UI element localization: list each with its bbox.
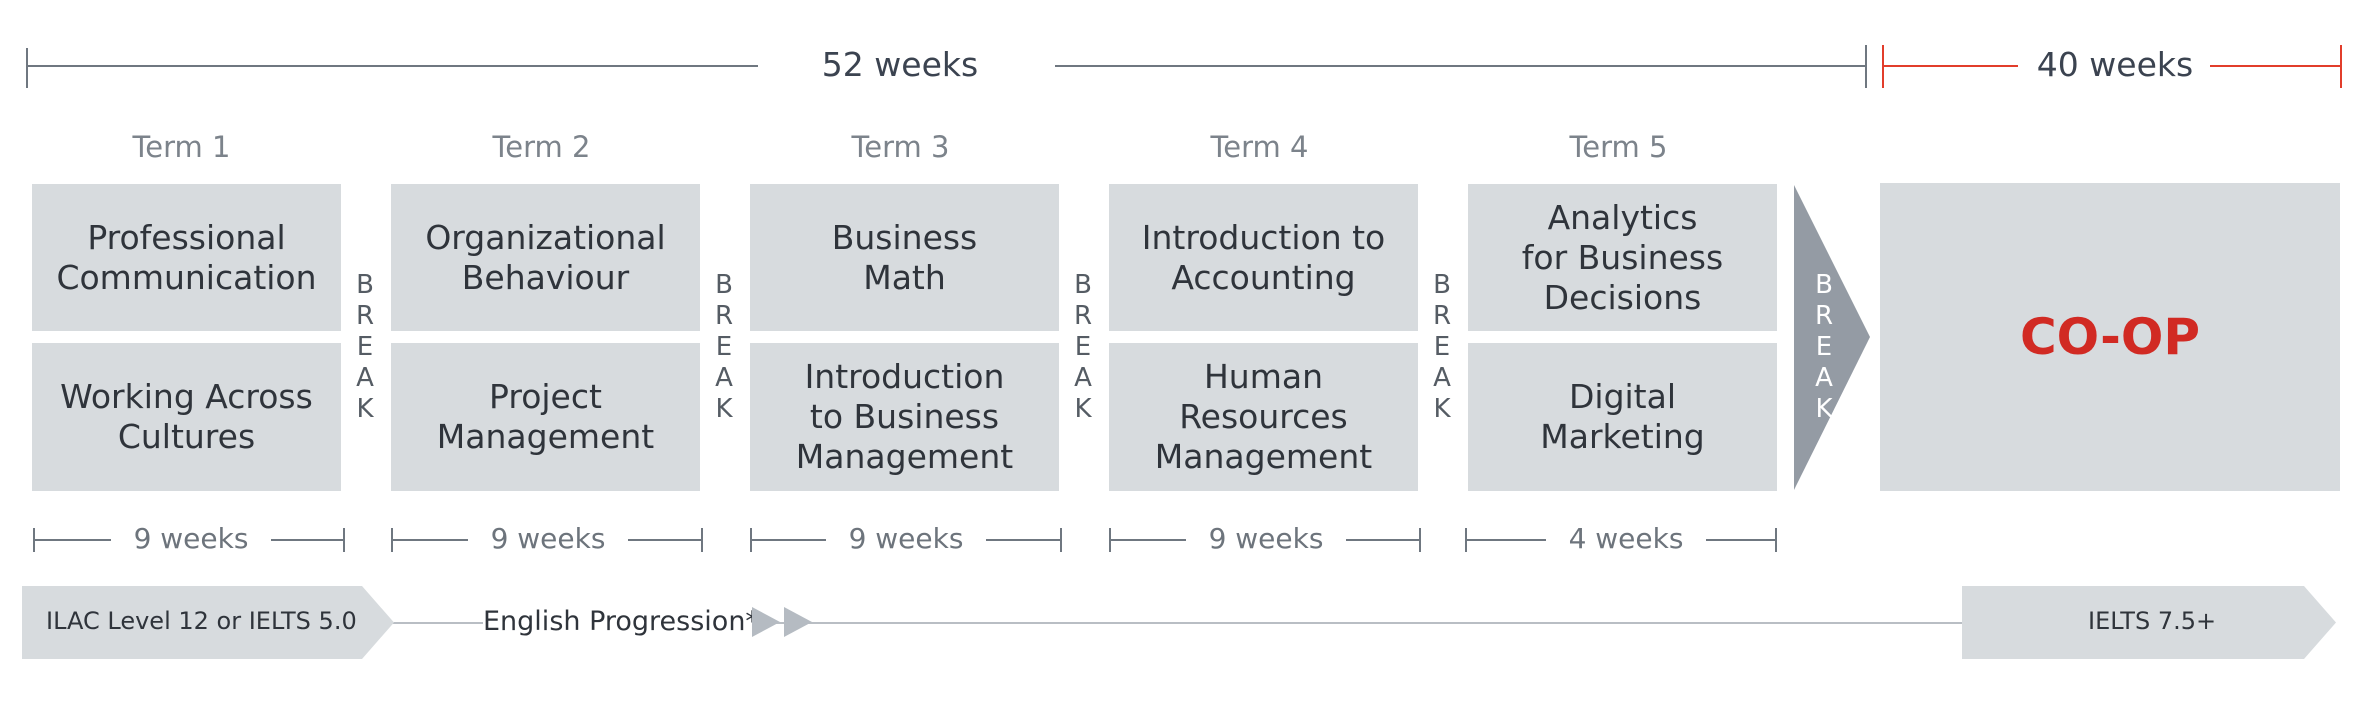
- progression-start-pill: [22, 586, 394, 659]
- span-40-label: 40 weeks: [2036, 45, 2194, 84]
- break-1-label: BREAK: [355, 270, 375, 424]
- span-40-right-tick: [2340, 45, 2342, 88]
- span-40-line-left: [1882, 65, 2018, 67]
- term-3-duration: 9 weeks: [826, 522, 986, 555]
- break-5-label: BREAK: [1814, 270, 1834, 424]
- progression-start-label: ILAC Level 12 or IELTS 5.0: [46, 607, 357, 635]
- term-5-bottom-course: Digital Marketing: [1468, 343, 1777, 491]
- term-1-label: Term 1: [132, 130, 231, 164]
- term-4-top-course: Introduction to Accounting: [1109, 184, 1418, 331]
- ruler-4-right-tick: [1419, 528, 1421, 552]
- break-3-label: BREAK: [1073, 270, 1093, 424]
- term-3-label: Term 3: [851, 130, 950, 164]
- term-3-bottom-course: Introduction to Business Management: [750, 343, 1059, 491]
- term-1-bottom-course: Working Across Cultures: [32, 343, 341, 491]
- term-1-duration: 9 weeks: [111, 522, 271, 555]
- ruler-1-right-tick: [343, 528, 345, 552]
- double-chevron-icon: [752, 607, 812, 637]
- term-1-top-course: Professional Communication: [32, 184, 341, 331]
- break-2-label: BREAK: [714, 270, 734, 424]
- span-40-line-right: [2210, 65, 2342, 67]
- term-5-duration: 4 weeks: [1546, 522, 1706, 555]
- term-5-top-course: Analytics for Business Decisions: [1468, 184, 1777, 331]
- term-2-duration: 9 weeks: [468, 522, 628, 555]
- ruler-5-right-tick: [1775, 528, 1777, 552]
- ruler-2-right-tick: [701, 528, 703, 552]
- term-2-label: Term 2: [492, 130, 591, 164]
- ruler-3-right-tick: [1060, 528, 1062, 552]
- term-4-label: Term 4: [1210, 130, 1309, 164]
- span-52-line-right: [1055, 65, 1867, 67]
- term-2-top-course: Organizational Behaviour: [391, 184, 700, 331]
- term-2-bottom-course: Project Management: [391, 343, 700, 491]
- term-4-bottom-course: Human Resources Management: [1109, 343, 1418, 491]
- progression-end-pill: [1962, 586, 2336, 659]
- span-52-right-tick: [1865, 45, 1867, 88]
- term-5-label: Term 5: [1569, 130, 1668, 164]
- coop-block: CO-OP: [1880, 183, 2340, 491]
- progression-end-label: IELTS 7.5+: [2088, 607, 2217, 635]
- progression-middle-label: English Progression*: [483, 606, 771, 637]
- term-4-duration: 9 weeks: [1186, 522, 1346, 555]
- span-52-label: 52 weeks: [821, 45, 979, 84]
- break-arrow-shape: [1794, 185, 1870, 490]
- break-4-label: BREAK: [1432, 270, 1452, 424]
- term-3-top-course: Business Math: [750, 184, 1059, 331]
- progression-line: [380, 622, 1980, 624]
- span-52-left-tick: [26, 48, 28, 88]
- span-52-line-left: [26, 65, 758, 67]
